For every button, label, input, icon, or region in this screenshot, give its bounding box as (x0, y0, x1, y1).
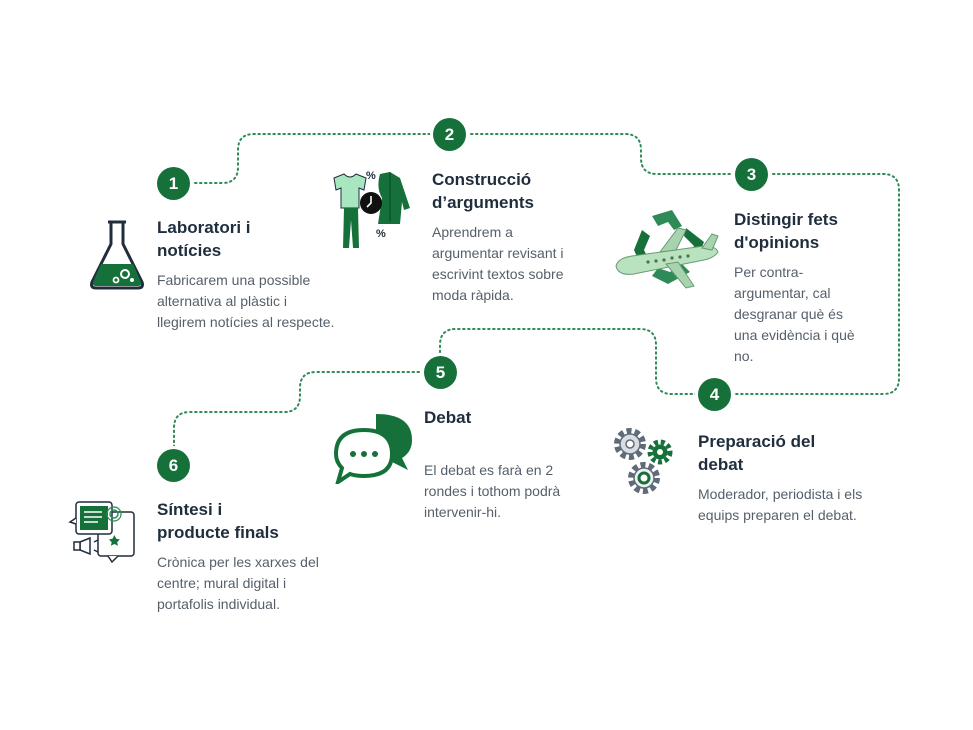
step-title-6: Síntesi i producte finals (157, 500, 279, 542)
chat-bubbles-icon (333, 412, 416, 487)
flask-icon (88, 218, 146, 292)
step-description-5: El debat es farà en 2 rondes i tothom po… (424, 462, 561, 520)
fast-fashion-icon: % % (328, 168, 416, 252)
step-title-5: Debat (424, 408, 472, 427)
step-description-3: Per contra- argumentar, cal desgranar qu… (734, 264, 855, 364)
step-title-1: Laboratori i notícies (157, 218, 251, 260)
step-description-1: Fabricarem una possible alternativa al p… (157, 272, 335, 330)
recycle-airplane-icon (612, 206, 724, 296)
step-description-2: Aprendrem a argumentar revisant i escriv… (432, 224, 564, 303)
step-number-1: 1 (157, 167, 190, 200)
step-title-4: Preparació del debat (698, 432, 816, 474)
step-number-4: 4 (698, 378, 731, 411)
step-description-4: Moderador, periodista i els equips prepa… (698, 486, 863, 523)
percent-label-bottom: % (376, 228, 386, 240)
digital-publishing-icon (68, 498, 138, 564)
step-title-2: Construcció d’arguments (432, 170, 535, 212)
step-number-2: 2 (433, 118, 466, 151)
percent-label-top: % (366, 170, 376, 182)
gears-icon (612, 426, 678, 498)
step-number-5: 5 (424, 356, 457, 389)
step-number-3: 3 (735, 158, 768, 191)
step-number-6: 6 (157, 449, 190, 482)
step-description-6: Crònica per les xarxes del centre; mural… (157, 554, 319, 612)
step-title-3: Distingir fets d'opinions (734, 210, 838, 252)
